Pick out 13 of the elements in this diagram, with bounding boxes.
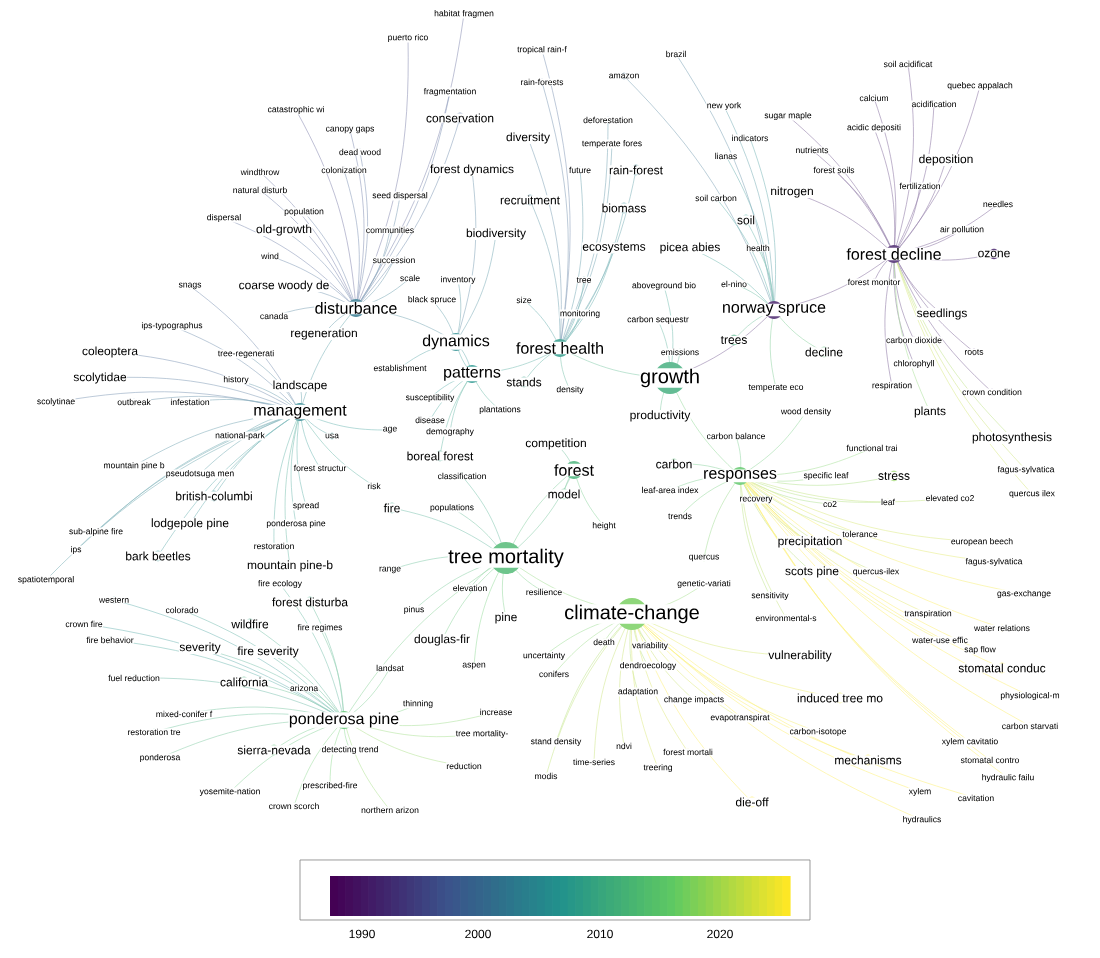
- term-label: forest: [553, 463, 595, 477]
- term-label: responses: [702, 469, 778, 483]
- term-label: patterns: [442, 366, 502, 382]
- term-label: norway spruce: [721, 303, 827, 317]
- term-label: dynamics: [421, 334, 491, 350]
- term-label: forest health: [515, 341, 605, 355]
- term-label: forest decline: [846, 247, 942, 261]
- term-label: management: [252, 404, 348, 420]
- term-label: growth: [639, 368, 701, 388]
- term-label: tree mortality: [447, 548, 565, 568]
- term-label: climate-change: [563, 604, 701, 624]
- term-label: disturbance: [314, 301, 398, 315]
- term-label: ponderosa pine: [288, 712, 400, 728]
